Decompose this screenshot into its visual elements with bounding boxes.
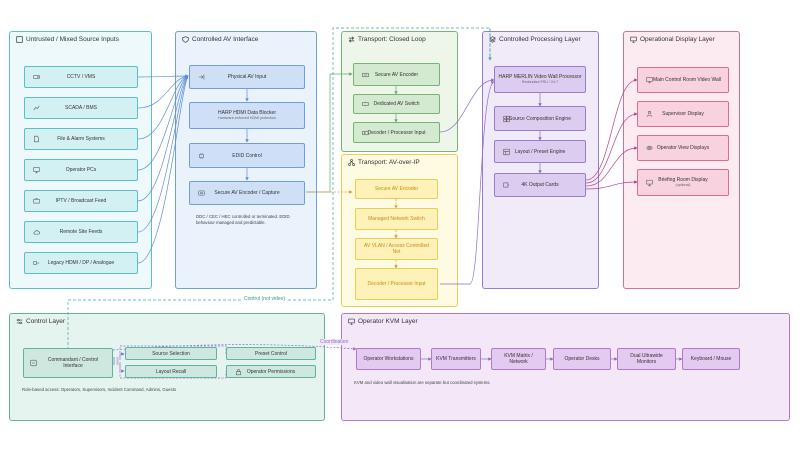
node-layout-preset-engine[interactable]: Layout / Preset Engine [494,140,586,163]
source-cctv-vms[interactable]: CCTV / VMS [24,66,138,88]
node-managed-network-switch[interactable]: Managed Network Switch [355,208,438,230]
node-harp-merlin-processor[interactable]: HARP MERLIN Video Wall Processor Redunda… [494,66,586,93]
node-ip-secure-encoder[interactable]: Secure AV Encoder [355,179,438,199]
node-secure-encoder-capture[interactable]: Secure AV Encoder / Capture [189,181,305,205]
decoder-icon [362,130,369,135]
node-commandant-interface[interactable]: Commandant / Control Interface [23,348,113,378]
panel-title-kvm: Operator KVM Layer [348,318,418,325]
node-av-vlan[interactable]: AV VLAN / Access Controlled Net [355,238,438,260]
panel-title-av-over-ip: Transport: AV-over-IP [348,159,420,166]
gauge-icon [33,105,40,111]
node-harp-hdmi-blocker[interactable]: HARP HDMI Data Blocker Hardware-enforced… [189,102,305,129]
layers-icon [489,36,496,43]
square-icon [16,36,23,43]
presentation-icon [646,179,653,186]
source-file-alarm[interactable]: File & Alarm Systems [24,128,138,150]
node-layout-recall[interactable]: Layout Recall [125,365,217,378]
tv-icon [33,198,40,204]
kvm-note: KVM and video wall visualisation are sep… [354,380,491,385]
node-dedicated-av-switch[interactable]: Dedicated AV Switch [353,94,440,114]
node-kvm-matrix[interactable]: KVM Matrix / Network [491,348,546,370]
node-source-composition[interactable]: Source Composition Engine [494,106,586,131]
switch-icon [362,102,369,106]
source-iptv-broadcast[interactable]: IPTV / Broadcast Feed [24,190,138,212]
layout-icon [503,148,510,155]
chip-icon [199,152,204,159]
sliders-icon [16,318,23,325]
monitor-icon [630,36,637,43]
node-physical-av-input[interactable]: Physical AV Input [189,65,305,89]
node-kvm-dual-monitors[interactable]: Dual Ultrawide Monitors [617,348,676,370]
shield-icon [182,36,189,43]
input-icon [198,74,205,80]
output-icon [503,182,510,188]
arrows-icon [348,36,355,43]
node-edid-control[interactable]: EDID Control [189,143,305,168]
file-icon [34,135,39,143]
panel-title-display: Operational Display Layer [630,36,715,43]
node-4k-output-cards[interactable]: 4K Output Cards [494,173,586,197]
capture-icon [198,190,205,196]
node-operator-view-displays[interactable]: Operator View Displays [637,135,729,161]
source-remote-site[interactable]: Remote Site Feeds [24,221,138,243]
node-kvm-operator-desks[interactable]: Operator Desks [553,348,611,370]
panel-title-controlled-av: Controlled AV Interface [182,36,258,43]
control-icon [30,359,37,367]
node-main-video-wall[interactable]: Main Control Room Video Wall [637,67,729,93]
eye-icon [646,145,653,151]
node-source-selection[interactable]: Source Selection [125,347,217,360]
control-note: Role-based access: Operators, Supervisor… [22,387,177,392]
node-closed-secure-encoder[interactable]: Secure AV Encoder [353,63,440,86]
edge-label-coordination: Coordination [319,339,350,345]
lock-icon [236,368,241,375]
source-legacy-hdmi[interactable]: Legacy HDMI / DP / Analogue [24,252,138,274]
edge-label-control-not-video: Control (not video) [242,296,288,302]
node-kvm-keyboard-mouse[interactable]: Keyboard / Mouse [682,348,740,370]
node-kvm-transmitters[interactable]: KVM Transmitters [431,348,481,370]
monitor-icon [646,77,653,84]
node-kvm-operator-workstations[interactable]: Operator Workstations [356,348,421,370]
user-icon [646,111,653,117]
source-operator-pcs[interactable]: Operator PCs [24,159,138,181]
panel-title-processing: Controlled Processing Layer [489,36,581,43]
encoder-icon [362,72,369,77]
camera-icon [33,75,40,79]
monitor-icon [33,167,40,174]
av-interface-note: DDC / CEC / HEC controlled or terminated… [196,214,290,225]
monitor-icon [348,318,355,325]
panel-title-untrusted: Untrusted / Mixed Source Inputs [16,36,119,43]
cloud-icon [33,230,40,235]
node-supervisor-display[interactable]: Supervisor Display [637,101,729,127]
panel-title-control: Control Layer [16,318,65,325]
node-operator-permissions[interactable]: Operator Permissions [226,365,316,378]
cable-icon [33,261,40,265]
node-briefing-room-display[interactable]: Briefing Room Display (optional) [637,169,729,196]
grid-icon [503,115,510,122]
panel-title-closed-loop: Transport: Closed Loop [348,36,426,43]
node-closed-decoder[interactable]: Decoder / Processor Input [353,122,440,143]
node-ip-decoder[interactable]: Decoder / Processor Input [355,268,438,300]
network-icon [348,159,355,166]
node-preset-control[interactable]: Preset Control [226,347,316,360]
source-scada-bms[interactable]: SCADA / BMS [24,97,138,119]
